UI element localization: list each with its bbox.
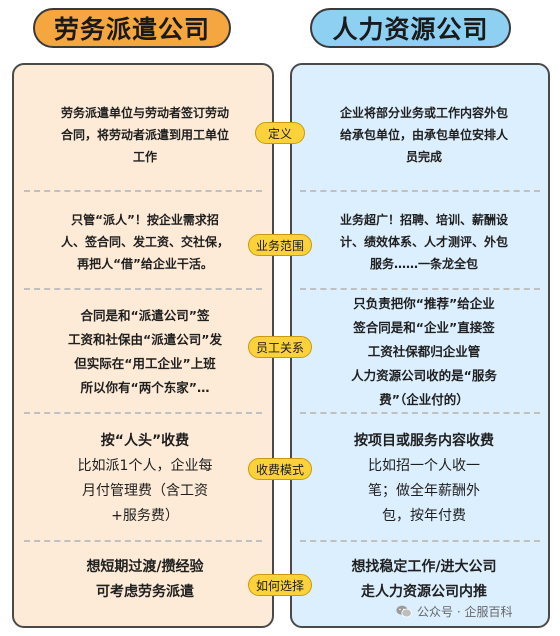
watermark: 公众号 · 企服百科 <box>396 603 512 620</box>
panel-hr-company <box>290 63 550 628</box>
tag-fee-model: 收费模式 <box>248 458 312 480</box>
tag-employee-relation: 员工关系 <box>248 336 312 358</box>
header-labor-dispatch: 劳务派遣公司 <box>33 8 231 48</box>
text-line: 只管“派人”！按企业需求招 <box>71 213 219 227</box>
how-to-choose-right: 想找稳定工作/进大公司 走人力资源公司内推 <box>318 552 530 608</box>
fee-model-left: 按“人头”收费 比如派1个人，企业每 月付管理费（含工资 +服务费） <box>40 424 250 534</box>
text-line: 所以你有“两个东家”… <box>80 380 210 395</box>
divider <box>300 190 540 192</box>
text-line: 只负责把你“推荐”给企业 <box>353 296 495 311</box>
text-line: 合同，将劳动者派遣到用工单位 <box>60 128 229 142</box>
divider <box>24 190 262 192</box>
text-line: +服务费） <box>111 508 179 524</box>
divider <box>300 412 540 414</box>
header-hr-company: 人力资源公司 <box>310 8 511 48</box>
text-line: 比如招一个人收一 <box>368 458 480 474</box>
text-line: 服务……一条龙全包 <box>369 257 478 271</box>
text-line: 笔；做全年薪酬外 <box>368 483 480 499</box>
how-to-choose-left: 想短期过渡/攒经验 可考虑劳务派遣 <box>40 552 250 608</box>
text-line: 业务超广！招聘、培训、薪酬设 <box>339 213 508 227</box>
tag-business-scope: 业务范围 <box>248 234 312 256</box>
employee-relation-right: 只负责把你“推荐”给企业 签合同是和“企业”直接签 工资社保都归企业管 人力资源… <box>318 292 530 412</box>
text-line: 月付管理费（含工资 <box>81 483 208 499</box>
text-line: 包，按年付费 <box>382 508 466 524</box>
text-line: 合同是和“派遣公司”签 <box>80 308 210 323</box>
text-line: 走人力资源公司内推 <box>361 584 487 600</box>
wechat-icon <box>396 605 412 618</box>
divider <box>300 540 540 542</box>
definition-left: 劳务派遣单位与劳动者签订劳动 合同，将劳动者派遣到用工单位 工作 <box>40 95 250 175</box>
fee-model-heading: 按“人头”收费 <box>100 433 190 449</box>
text-line: 工资和社保由“派遣公司”发 <box>68 332 222 347</box>
panel-labor-dispatch <box>12 63 274 628</box>
text-line: 劳务派遣单位与劳动者签订劳动 <box>60 106 229 120</box>
scope-right: 业务超广！招聘、培训、薪酬设 计、绩效体系、人才测评、外包 服务……一条龙全包 <box>318 200 530 284</box>
text-line: 工作 <box>132 150 157 164</box>
text-line: 工资社保都归企业管 <box>367 344 481 359</box>
divider <box>300 288 540 290</box>
tag-how-to-choose: 如何选择 <box>248 574 312 596</box>
text-line: 比如派1个人，企业每 <box>77 458 213 474</box>
watermark-text: 公众号 · 企服百科 <box>417 605 513 619</box>
text-line: 可考虑劳务派遣 <box>96 584 194 600</box>
text-line: 再把人“借”给企业干活。 <box>77 257 213 271</box>
text-line: 人力资源公司收的是“服务 <box>351 368 497 383</box>
text-line: 费”（企业付的） <box>379 392 469 407</box>
fee-model-right: 按项目或服务内容收费 比如招一个人收一 笔；做全年薪酬外 包，按年付费 <box>318 424 530 534</box>
divider <box>24 412 262 414</box>
fee-model-heading: 按项目或服务内容收费 <box>354 433 494 449</box>
divider <box>24 288 262 290</box>
text-line: 企业将部分业务或工作内容外包 <box>339 106 508 120</box>
text-line: 想短期过渡/攒经验 <box>86 559 204 575</box>
text-line: 但实际在“用工企业”上班 <box>74 356 216 371</box>
text-line: 员完成 <box>405 150 442 164</box>
text-line: 人、签合同、发工资、交社保， <box>60 235 229 249</box>
scope-left: 只管“派人”！按企业需求招 人、签合同、发工资、交社保， 再把人“借”给企业干活… <box>40 200 250 284</box>
definition-right: 企业将部分业务或工作内容外包 给承包单位，由承包单位安排人 员完成 <box>318 95 530 175</box>
text-line: 签合同是和“企业”直接签 <box>353 320 495 335</box>
employee-relation-left: 合同是和“派遣公司”签 工资和社保由“派遣公司”发 但实际在“用工企业”上班 所… <box>40 296 250 408</box>
text-line: 计、绩效体系、人才测评、外包 <box>339 235 508 249</box>
tag-definition: 定义 <box>255 122 305 144</box>
text-line: 想找稳定工作/进大公司 <box>351 559 497 575</box>
divider <box>24 540 262 542</box>
text-line: 给承包单位，由承包单位安排人 <box>339 128 508 142</box>
